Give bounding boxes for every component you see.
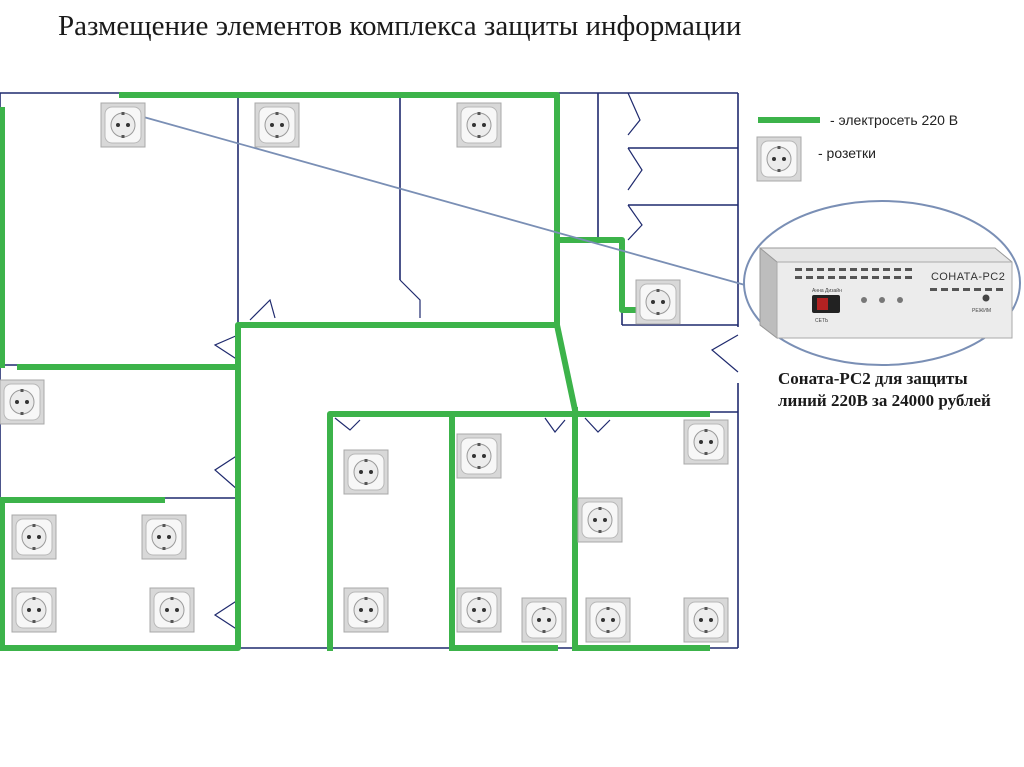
outlet-socket-icon [456, 433, 502, 479]
doors [213, 92, 739, 631]
legend-outlet-socket-icon [756, 136, 802, 182]
power-lines [0, 92, 710, 651]
outlets [0, 102, 729, 643]
outlet-socket-icon [683, 597, 729, 643]
outlet-socket-icon [577, 497, 623, 543]
outlet-socket-icon [0, 379, 45, 425]
device-brand: Анна Дизайн [812, 287, 842, 294]
device-indicator-icon [861, 297, 867, 303]
device-panel-name: СОНАТА-РС2 [931, 271, 1005, 283]
device-caption-line1: Соната-РС2 для защиты [778, 369, 968, 388]
device-illustration: СОНАТА-РС2 Анна Дизайн СЕТЬ РЕЖИМ [743, 200, 1021, 366]
outlet-socket-icon [11, 587, 57, 633]
device-indicator-icon [897, 297, 903, 303]
outlet-socket-icon [456, 102, 502, 148]
outlet-socket-icon [343, 449, 389, 495]
outlet-socket-icon [521, 597, 567, 643]
page-title: Размещение элементов комплекса защиты ин… [58, 10, 742, 42]
outlet-socket-icon [683, 419, 729, 465]
device-power-label: СЕТЬ [815, 318, 829, 324]
outlet-socket-icon [141, 514, 187, 560]
outlet-socket-icon [100, 102, 146, 148]
device-mode-label: РЕЖИМ [972, 308, 991, 314]
device-mode-button-icon [982, 294, 990, 302]
device-indicator-icon [879, 297, 885, 303]
outlet-socket-icon [11, 514, 57, 560]
outlet-socket-icon [456, 587, 502, 633]
outlet-socket-icon [149, 587, 195, 633]
outlet-socket-icon [585, 597, 631, 643]
device-caption-line2: линий 220В за 24000 рублей [778, 391, 991, 410]
outlet-socket-icon [343, 587, 389, 633]
device-connector [139, 115, 746, 286]
legend-outlets-label: - розетки [818, 145, 876, 161]
legend-power-line-label: - электросеть 220 В [830, 112, 958, 128]
outlet-socket-icon [254, 102, 300, 148]
walls [0, 92, 739, 649]
outlet-socket-icon [635, 279, 681, 325]
legend: - электросеть 220 В - розетки [756, 112, 958, 182]
